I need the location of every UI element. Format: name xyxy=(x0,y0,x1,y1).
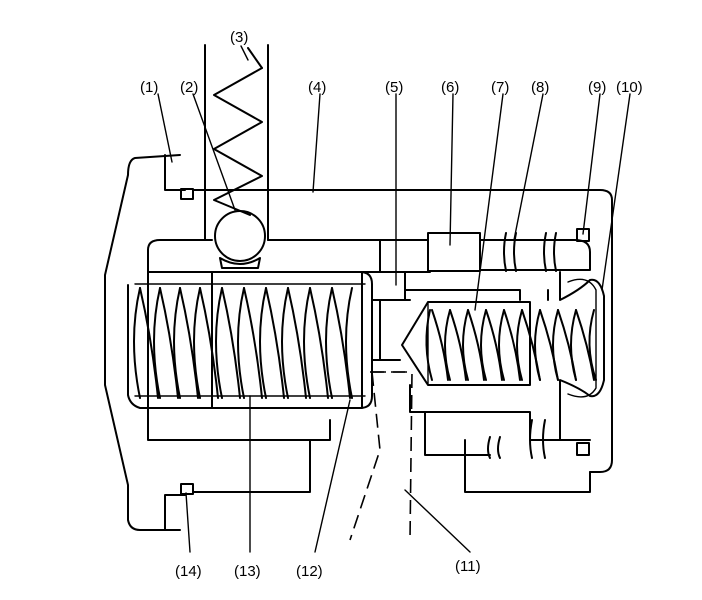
label-4: (4) xyxy=(308,79,326,96)
label-13: (13) xyxy=(234,563,261,580)
label-11: (11) xyxy=(455,558,481,575)
rod-guide xyxy=(379,239,591,271)
label-7: (7) xyxy=(491,79,509,96)
inner-bore xyxy=(147,239,431,273)
inner-bore-bottom xyxy=(147,249,331,441)
label-1: (1) xyxy=(140,79,158,96)
spring-chamber xyxy=(127,271,373,409)
lower-coil xyxy=(487,419,546,459)
pilot-chamber-lower xyxy=(409,384,591,441)
housing-top-flange xyxy=(164,154,186,191)
housing-bottom-flange xyxy=(164,494,186,531)
label-3: (3) xyxy=(230,29,248,46)
pilot-needle xyxy=(401,301,531,386)
label-12: (12) xyxy=(296,563,323,580)
lower-body-outline xyxy=(192,439,311,493)
check-ball xyxy=(214,210,266,262)
stem-spring-top xyxy=(247,47,263,69)
o-ring-bottom xyxy=(180,483,194,495)
o-ring-top xyxy=(180,188,194,200)
label-6: (6) xyxy=(441,79,459,96)
pilot-coil-spring xyxy=(425,309,597,381)
rod-6 xyxy=(427,232,481,272)
piston-lower xyxy=(424,411,491,456)
pilot-chamber xyxy=(404,271,549,301)
diaphragm-inner xyxy=(567,278,597,398)
inner-cup xyxy=(211,271,363,409)
label-8: (8) xyxy=(531,79,549,96)
label-5: (5) xyxy=(385,79,403,96)
retainer-9-bottom xyxy=(576,442,590,456)
stem-spring xyxy=(213,67,263,216)
ball-seat xyxy=(219,257,261,269)
housing-outline xyxy=(104,154,181,531)
rod-8-coils xyxy=(503,232,557,272)
diaphragm xyxy=(559,271,605,441)
body-right-lower xyxy=(464,439,591,493)
plunger-step xyxy=(371,299,381,361)
label-9: (9) xyxy=(588,79,606,96)
main-coil-spring xyxy=(133,287,353,399)
label-2: (2) xyxy=(180,79,198,96)
flow-dash-left xyxy=(349,371,381,541)
flow-dash-right xyxy=(372,371,413,541)
leader-lines xyxy=(157,45,631,553)
upper-body-outline xyxy=(192,189,613,473)
label-14: (14) xyxy=(175,563,202,580)
label-10: (10) xyxy=(616,79,643,96)
